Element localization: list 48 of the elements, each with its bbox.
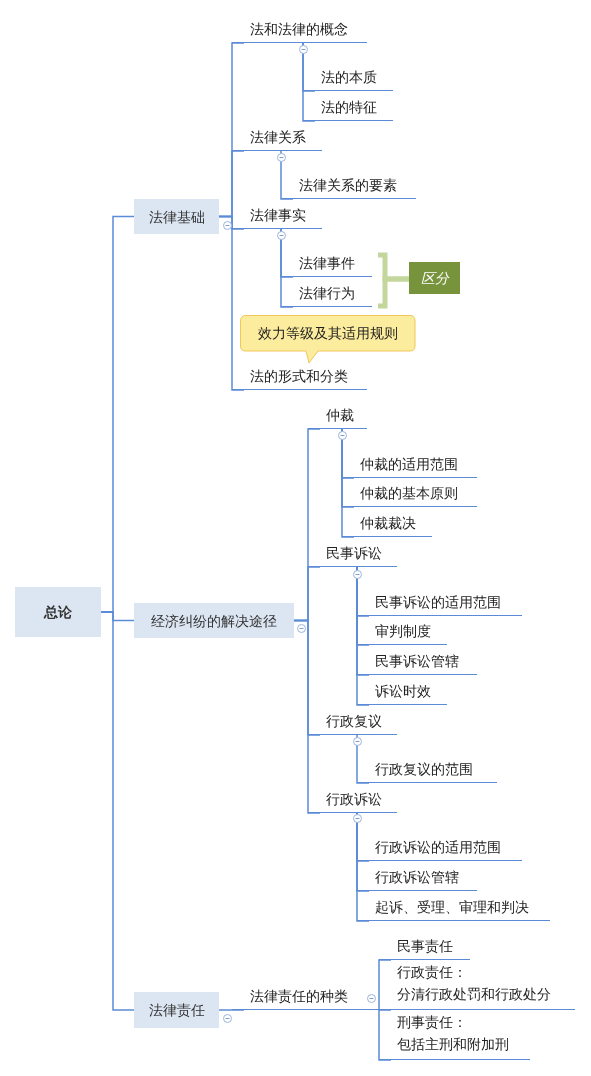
topic-label: 起诉、受理、审理和判决 bbox=[357, 896, 550, 921]
topic-label: 行政复议的范围 bbox=[357, 758, 497, 783]
topic-box: 经济纠纷的解决途径 bbox=[134, 603, 294, 638]
bracket-connector bbox=[378, 276, 409, 309]
callout-bubble: 效力等级及其适用规则 bbox=[240, 315, 416, 364]
branch-line bbox=[341, 428, 355, 538]
topic-label: 法律事实 bbox=[232, 204, 322, 229]
topic-label: 行政诉讼的适用范围 bbox=[357, 836, 522, 861]
branch-line bbox=[356, 812, 370, 922]
summary-box: 区分 bbox=[409, 262, 460, 294]
branch-line bbox=[100, 611, 135, 1011]
topic-label: 民事责任 bbox=[379, 935, 470, 960]
topic-label: 法的特征 bbox=[303, 96, 393, 121]
topic-label: 行政复议 bbox=[308, 710, 397, 735]
topic-label: 法律关系的要素 bbox=[281, 174, 416, 199]
branch-line bbox=[356, 566, 370, 706]
branch-line bbox=[356, 734, 370, 784]
topic-label: 法和法律的概念 bbox=[232, 18, 367, 43]
branch-line bbox=[218, 215, 245, 391]
branch-line bbox=[302, 42, 316, 122]
topic-label: 法的本质 bbox=[303, 66, 393, 91]
topic-label: 仲裁的基本原则 bbox=[342, 482, 477, 507]
topic-label: 法律关系 bbox=[232, 126, 322, 151]
topic-label: 诉讼时效 bbox=[357, 680, 447, 705]
topic-label: 法律行为 bbox=[281, 282, 372, 307]
branch-line bbox=[378, 1009, 392, 1011]
branch-line bbox=[378, 959, 392, 1011]
topic-label: 刑事责任：包括主刑和附加刑 bbox=[379, 1012, 530, 1060]
topic-label: 行政诉讼管辖 bbox=[357, 866, 477, 891]
topic-label: 民事诉讼 bbox=[308, 542, 397, 567]
topic-label: 法律事件 bbox=[281, 252, 372, 277]
topic-label: 仲裁裁决 bbox=[342, 512, 432, 537]
topic-box: 法律基础 bbox=[134, 199, 219, 234]
topic-label: 审判制度 bbox=[357, 620, 447, 645]
topic-label: 行政责任：分清行政处罚和行政处分 bbox=[379, 962, 575, 1010]
branch-line bbox=[218, 1009, 245, 1011]
topic-box: 法律责任 bbox=[134, 992, 219, 1028]
branch-line bbox=[378, 1009, 392, 1061]
branch-line bbox=[293, 619, 321, 814]
topic-label: 仲裁的适用范围 bbox=[342, 453, 477, 478]
topic-label: 民事诉讼的适用范围 bbox=[357, 591, 522, 616]
branch-line bbox=[280, 150, 294, 200]
topic-label: 民事诉讼管辖 bbox=[357, 650, 477, 675]
topic-label: 法的形式和分类 bbox=[232, 365, 367, 390]
branch-line bbox=[280, 228, 294, 308]
topic-label: 行政诉讼 bbox=[308, 788, 397, 813]
topic-box: 总论 bbox=[15, 587, 101, 637]
topic-label: 仲裁 bbox=[308, 404, 367, 429]
